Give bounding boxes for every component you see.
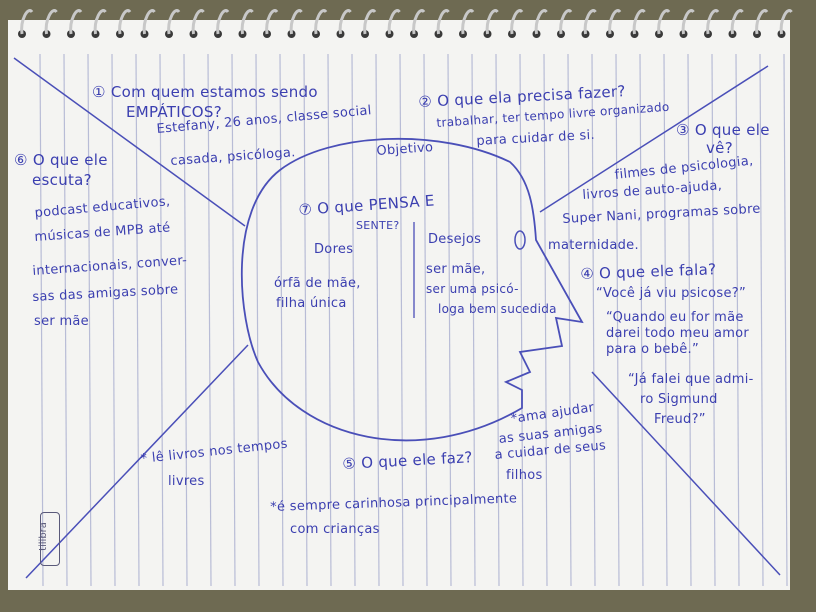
spiral-ring	[69, 9, 83, 35]
pains-line2: filha única	[276, 296, 347, 311]
page-rule-line	[111, 53, 116, 587]
section4-quote3-line1: “Já falei que admi-	[628, 372, 754, 387]
page-rule-line	[303, 53, 308, 587]
page-rule-line	[591, 53, 596, 587]
section3-text-line4: maternidade.	[548, 238, 639, 253]
section6-text-line5: ser mãe	[34, 314, 89, 329]
spiral-ring	[755, 9, 769, 35]
spiral-ring	[216, 9, 230, 35]
page-rule-line	[615, 53, 620, 587]
spiral-ring	[44, 9, 58, 35]
page-rule-line	[687, 53, 692, 587]
section3-title: ③ O que ele	[676, 121, 770, 139]
divider-bottom-left	[25, 344, 249, 579]
spiral-ring	[681, 9, 695, 35]
page-rule-line	[471, 53, 476, 587]
spiral-ring	[289, 9, 303, 35]
page-rule-line	[735, 53, 740, 587]
divider-top-left	[13, 57, 246, 227]
spiral-ring	[657, 9, 671, 35]
spiral-ring	[167, 9, 181, 35]
section6-title-cont: escuta?	[32, 171, 92, 189]
desires-line3: loga bem sucedida	[438, 302, 557, 316]
pains-line1: órfã de mãe,	[274, 276, 361, 291]
page-rule-line	[207, 53, 212, 587]
spiral-ring	[240, 9, 254, 35]
desires-line2: ser uma psicó-	[426, 282, 519, 296]
page-rule-line	[663, 53, 668, 587]
spiral-ring	[583, 9, 597, 35]
section3-title-cont: vê?	[706, 139, 733, 157]
page-rule-line	[39, 53, 44, 587]
section1-title-cont: EMPÁTICOS?	[126, 103, 222, 121]
spiral-binding	[18, 9, 793, 38]
section7-title-cont: SENTE?	[356, 219, 400, 232]
spiral-ring	[706, 9, 720, 35]
spiral-ring	[363, 9, 377, 35]
spiral-ring	[20, 9, 34, 35]
section4-quote2-line1: “Quando eu for mãe	[606, 310, 744, 325]
page-rule-line	[711, 53, 716, 587]
page-rule-line	[135, 53, 140, 587]
spiral-ring	[461, 9, 475, 35]
spiral-ring	[485, 9, 499, 35]
spiral-ring	[534, 9, 548, 35]
divider-top-right	[539, 65, 769, 213]
section4-quote2-line2: darei todo meu amor	[606, 326, 750, 341]
section5-item1-line4: filhos	[506, 468, 543, 483]
divider-bottom-right	[591, 371, 781, 576]
page-rule-line	[87, 53, 92, 587]
page-rule-line	[63, 53, 68, 587]
page-rule-line	[423, 53, 428, 587]
desires-heading: Desejos	[428, 232, 482, 247]
spiral-ring	[142, 9, 156, 35]
section4-quote3-line3: Freud?”	[654, 412, 706, 427]
spiral-ring	[779, 9, 793, 35]
page-rule-line	[375, 53, 380, 587]
page-rule-line	[639, 53, 644, 587]
page-rule-line	[759, 53, 764, 587]
eye-icon	[514, 230, 526, 250]
spiral-ring	[412, 9, 426, 35]
head-silhouette	[240, 137, 584, 442]
spiral-ring	[632, 9, 646, 35]
spiral-ring	[338, 9, 352, 35]
spiral-ring	[510, 9, 524, 35]
spiral-ring	[730, 9, 744, 35]
spiral-ring	[608, 9, 622, 35]
spiral-ring	[387, 9, 401, 35]
page-rule-line	[279, 53, 284, 587]
spiral-ring	[191, 9, 205, 35]
spiral-ring	[93, 9, 107, 35]
spiral-ring	[436, 9, 450, 35]
spiral-ring	[559, 9, 573, 35]
section5-item3-line2: com crianças	[290, 522, 380, 537]
page-rule-line	[783, 53, 788, 587]
page-rule-line	[495, 53, 500, 587]
page-rule-line	[327, 53, 332, 587]
spiral-ring	[118, 9, 132, 35]
pains-heading: Dores	[314, 242, 354, 257]
page-rule-line	[231, 53, 236, 587]
page-rule-line	[255, 53, 260, 587]
brand-logo: tilibra	[37, 512, 60, 566]
page-rule-line	[159, 53, 164, 587]
spiral-ring	[265, 9, 279, 35]
page-rule-line	[399, 53, 404, 587]
page-rules	[39, 53, 788, 587]
section5-item2-line2: livres	[168, 474, 205, 489]
page-rule-line	[519, 53, 524, 587]
spiral-ring	[314, 9, 328, 35]
section6-title: ⑥ O que ele	[14, 151, 108, 169]
brand-logo-text: tilibra	[37, 522, 49, 551]
page-rule-line	[183, 53, 188, 587]
desires-line1: ser mãe,	[426, 262, 486, 277]
page-rule-line	[543, 53, 548, 587]
section4-quote2-line3: para o bebê.”	[606, 342, 700, 357]
section4-quote1: “Você já viu psicose?”	[596, 286, 746, 301]
section1-title: ① Com quem estamos sendo	[92, 83, 318, 101]
section4-quote3-line2: ro Sigmund	[640, 392, 718, 407]
